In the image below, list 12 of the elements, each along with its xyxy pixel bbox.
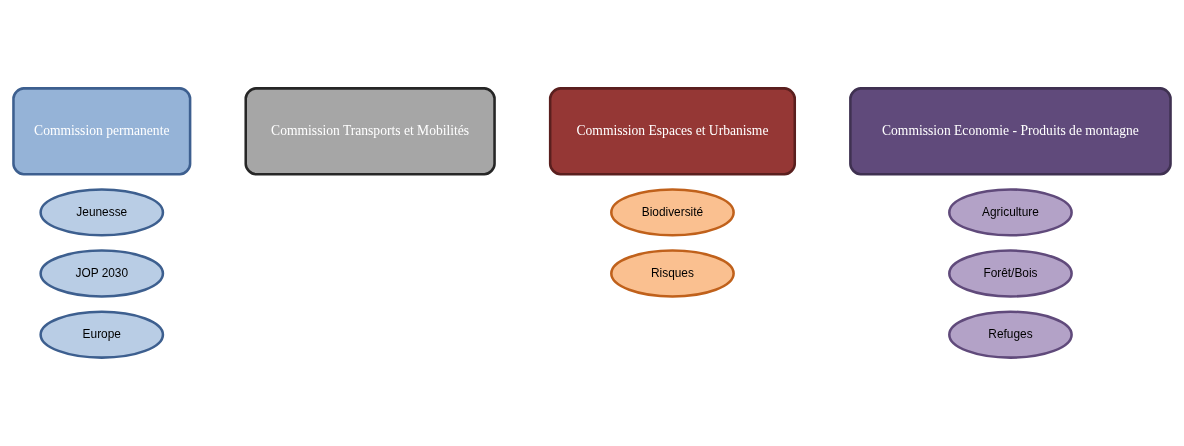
node-box: Commission permanente	[12, 87, 192, 176]
node-ellipse: JOP 2030	[39, 249, 165, 298]
node-box: Commission Espaces et Urbanisme	[548, 87, 797, 176]
node-ellipse: Risques	[610, 249, 735, 298]
node-ellipse: Jeunesse	[39, 188, 165, 237]
node-ellipse: Agriculture	[948, 188, 1073, 237]
node-box: Commission Economie - Produits de montagne	[849, 87, 1172, 176]
node-ellipse: Europe	[39, 310, 165, 359]
node-ellipse: Biodiversité	[610, 188, 735, 237]
node-box: Commission Transports et Mobilités	[244, 87, 496, 176]
node-ellipse: Forêt/Bois	[948, 249, 1073, 298]
node-ellipse: Refuges	[948, 310, 1073, 359]
